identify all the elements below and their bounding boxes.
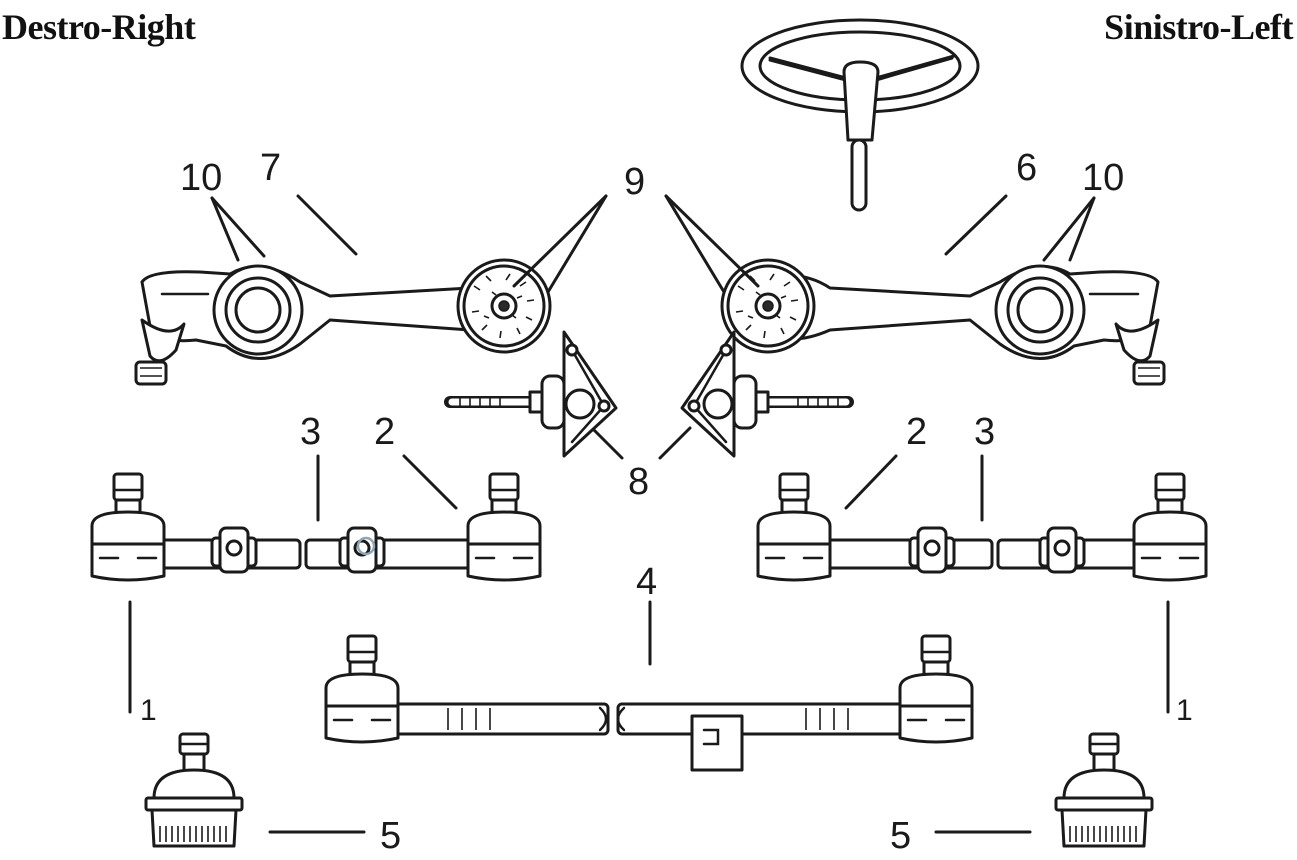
tie-rod-assembly-right-side (90, 472, 542, 582)
ball-joint-right (144, 732, 244, 848)
pitman-arm-right (134, 258, 552, 386)
mounting-bracket-right (450, 332, 616, 456)
callout-10-right-side: 10 (180, 157, 222, 199)
callout-1-right-side: 1 (140, 694, 157, 727)
ball-joint-left (1054, 732, 1154, 848)
title-destro-right: Destro-Right (2, 7, 196, 47)
callout-2-left-side: 2 (906, 411, 927, 453)
pitman-arm-left (720, 258, 1166, 386)
tie-rod-assembly-left-side (756, 472, 1208, 582)
callout-5-left-side: 5 (890, 815, 911, 857)
callout-3-left-side: 3 (974, 411, 995, 453)
centre-tie-rod (324, 634, 974, 772)
steering-wheel (740, 18, 980, 212)
callout-3-right-side: 3 (300, 411, 321, 453)
callout-4: 4 (636, 561, 657, 603)
callout-5-right-side: 5 (380, 815, 401, 857)
leader-lines (128, 194, 1170, 834)
callout-7: 7 (260, 147, 281, 189)
callout-2-right-side: 2 (374, 411, 395, 453)
title-sinistro-left: Sinistro-Left (1104, 7, 1293, 47)
callout-1-left-side: 1 (1176, 694, 1193, 727)
callout-10-left-side: 10 (1082, 157, 1124, 199)
callout-8: 8 (628, 461, 649, 503)
callout-9: 9 (624, 161, 645, 203)
callout-6: 6 (1016, 147, 1037, 189)
